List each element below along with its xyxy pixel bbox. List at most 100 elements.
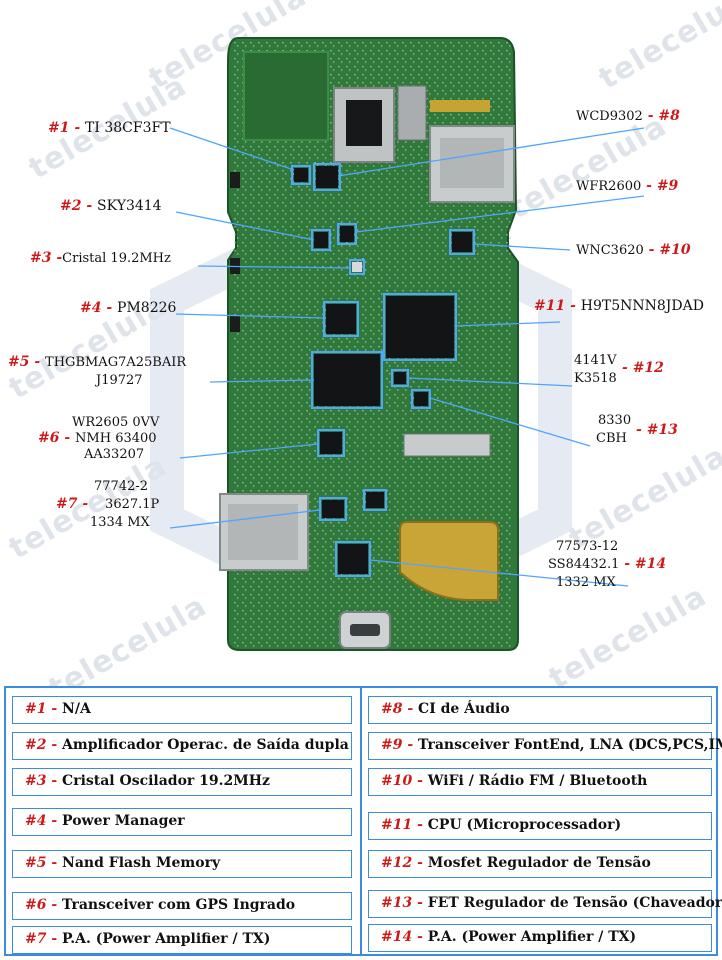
legend-number: #11 xyxy=(381,817,413,833)
callout-1: #1 - TI 38CF3FT xyxy=(48,120,171,136)
callout-part: WR2605 0VV xyxy=(72,415,160,430)
callout-9: WFR2600 - #9 xyxy=(576,178,679,194)
legend-number: #1 xyxy=(25,701,47,717)
callout-number: #13 xyxy=(646,422,678,438)
callout-6-line3: AA33207 xyxy=(84,446,144,463)
callout-number: #7 xyxy=(56,496,78,512)
legend-row: #4 - Power Manager xyxy=(12,808,352,836)
legend-number: #3 xyxy=(25,773,47,789)
legend-text: Cristal Oscilador 19.2MHz xyxy=(62,773,270,789)
callout-part: 1334 MX xyxy=(90,515,150,530)
legend-number: #9 xyxy=(381,737,403,753)
legend-row: #13 - FET Regulador de Tensão (Chaveador… xyxy=(368,890,722,918)
callout-4: #4 - PM8226 xyxy=(80,300,177,316)
legend-row: #9 - Transceiver FontEnd, LNA (DCS,PCS,I… xyxy=(368,732,722,760)
legend-row: #12 - Mosfet Regulador de Tensão xyxy=(368,850,712,878)
legend-divider xyxy=(360,688,362,954)
callout-part: H9T5NNN8JDAD xyxy=(580,298,704,314)
callout-part: AA33207 xyxy=(84,447,145,462)
callout-13-line1: 8330 xyxy=(598,412,631,429)
callout-part: WCD9302 xyxy=(576,109,643,124)
callout-6: #6 - NMH 63400 xyxy=(38,430,157,446)
callout-3: #3 -Cristal 19.2MHz xyxy=(30,250,171,266)
callout-number: #2 xyxy=(60,198,82,214)
legend-row: #10 - WiFi / Rádio FM / Bluetooth xyxy=(368,768,712,796)
callout-5: #5 - THGBMAG7A25BAIR xyxy=(8,354,187,370)
legend-number: #12 xyxy=(381,855,413,871)
legend-row: #6 - Transceiver com GPS Ingrado xyxy=(12,892,352,920)
legend-text: CI de Áudio xyxy=(418,701,510,717)
callout-number: #6 xyxy=(38,430,60,446)
legend-number: #7 xyxy=(25,931,47,947)
callout-6-line1: WR2605 0VV xyxy=(72,414,159,431)
callout-number: #11 xyxy=(534,298,566,314)
legend-row: #3 - Cristal Oscilador 19.2MHz xyxy=(12,768,352,796)
callout-12-line2: K3518 xyxy=(574,370,617,387)
callout-number: #4 xyxy=(80,300,102,316)
callout-part: SKY3414 xyxy=(97,198,162,214)
callout-part: 77573-12 xyxy=(556,539,619,554)
callout-12-line1: 4141V xyxy=(574,352,616,369)
legend-text: Mosfet Regulador de Tensão xyxy=(427,855,651,871)
callout-number: #1 xyxy=(48,120,70,136)
callout-number: #8 xyxy=(658,108,680,124)
callout-13-line2: CBH xyxy=(596,430,627,447)
callout-part: SS84432.1 xyxy=(548,557,620,572)
legend-text: P.A. (Power Amplifier / TX) xyxy=(427,929,637,945)
callout-part: CBH xyxy=(596,431,627,446)
legend-row: #8 - CI de Áudio xyxy=(368,696,712,724)
callout-part: NMH 63400 xyxy=(75,431,157,446)
legend-number: #10 xyxy=(381,773,413,789)
legend-row: #11 - CPU (Microprocessador) xyxy=(368,812,712,840)
callout-10: WNC3620 - #10 xyxy=(576,242,691,258)
callout-number: #14 xyxy=(634,556,667,572)
callout-part: THGBMAG7A25BAIR xyxy=(45,355,187,370)
legend-number: #4 xyxy=(25,813,47,829)
callout-part: 77742-2 xyxy=(94,479,149,494)
callout-part: PM8226 xyxy=(117,300,177,316)
callout-number: #12 xyxy=(632,360,664,376)
legend-text: FET Regulador de Tensão (Chaveador) xyxy=(427,895,722,911)
callout-part: J19727 xyxy=(96,373,143,388)
legend-text: Nand Flash Memory xyxy=(62,855,221,871)
callout-part: Cristal 19.2MHz xyxy=(62,251,171,266)
callout-7-line1: 77742-2 xyxy=(94,478,148,495)
legend-number: #8 xyxy=(381,701,403,717)
legend-number: #14 xyxy=(381,929,413,945)
legend-number: #5 xyxy=(25,855,47,871)
callout-part: 3627.1P xyxy=(105,497,160,512)
legend-text: CPU (Microprocessador) xyxy=(427,817,622,833)
callout-part: WFR2600 xyxy=(576,179,642,194)
legend-text: Transceiver FontEnd, LNA (DCS,PCS,IMT) xyxy=(418,737,722,753)
legend-text: Transceiver com GPS Ingrado xyxy=(62,897,296,913)
legend-row: #7 - P.A. (Power Amplifier / TX) xyxy=(12,926,352,954)
legend-number: #2 xyxy=(25,737,47,753)
legend-row: #14 - P.A. (Power Amplifier / TX) xyxy=(368,924,712,952)
legend-number: #13 xyxy=(381,895,413,911)
callout-11: #11 - H9T5NNN8JDAD xyxy=(534,298,704,314)
callout-part: TI 38CF3FT xyxy=(85,120,171,136)
callout-part: 4141V xyxy=(574,353,617,368)
legend-number: #6 xyxy=(25,897,47,913)
callout-part: 8330 xyxy=(598,413,632,428)
pcb-board xyxy=(169,37,645,651)
callout-14-line1: 77573-12 xyxy=(556,538,618,555)
legend-row: #2 - Amplificador Operac. de Saída dupla xyxy=(12,732,352,760)
legend-row: #1 - N/A xyxy=(12,696,352,724)
callout-part: K3518 xyxy=(574,371,617,386)
legend-text: N/A xyxy=(62,701,91,717)
legend-text: WiFi / Rádio FM / Bluetooth xyxy=(427,773,648,789)
callout-number: #9 xyxy=(656,178,679,194)
callout-number: #5 xyxy=(8,354,30,370)
callout-number: #10 xyxy=(659,242,691,258)
legend-text: Amplificador Operac. de Saída dupla xyxy=(62,737,349,753)
legend-row: #5 - Nand Flash Memory xyxy=(12,850,352,878)
callout-part: WNC3620 xyxy=(576,243,644,258)
callout-7: #7 - 3627.1P xyxy=(56,496,160,512)
callout-8: WCD9302 - #8 xyxy=(576,108,680,124)
legend-table: #1 - N/A #2 - Amplificador Operac. de Sa… xyxy=(4,686,722,956)
callout-part: 1332 MX xyxy=(556,575,616,590)
callout-13: - #13 xyxy=(636,422,678,438)
callout-5-line2: J19727 xyxy=(96,372,143,389)
